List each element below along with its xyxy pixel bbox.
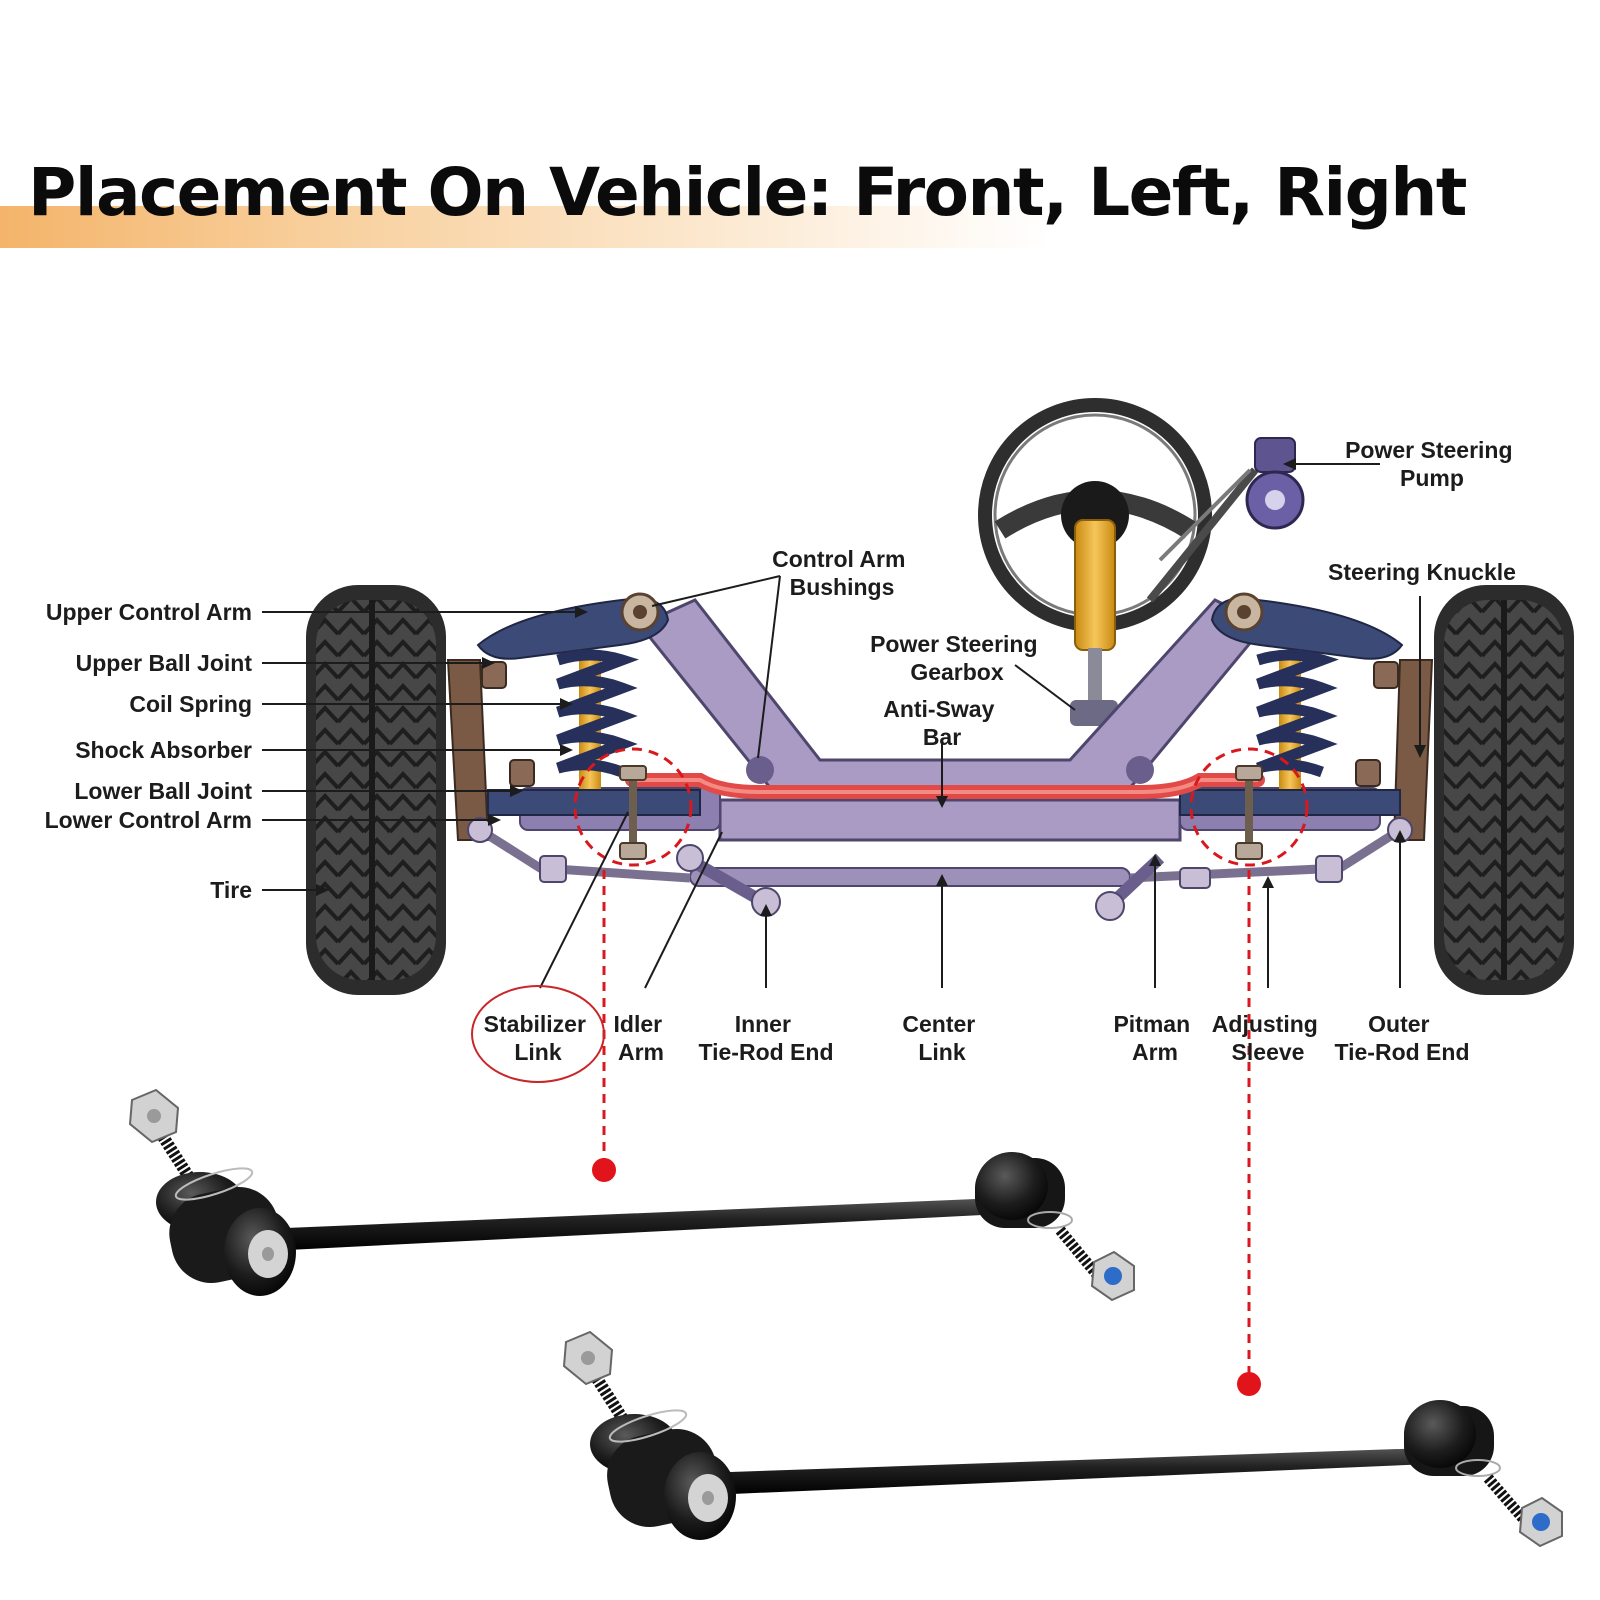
title-highlight-band xyxy=(0,206,1050,248)
tie-rod-left xyxy=(477,826,691,883)
steering-knuckle-right xyxy=(1392,659,1434,841)
idler-arm xyxy=(676,844,763,906)
power-steering-pump xyxy=(1146,437,1305,603)
drop-line-right xyxy=(1237,870,1261,1396)
stabilizer-link-right-diagram xyxy=(1235,765,1263,860)
stud-left xyxy=(562,1330,636,1434)
control-arm-bushing-left xyxy=(620,592,660,632)
label-pitman-arm: Pitman Arm xyxy=(1113,1011,1196,1065)
label-shock-absorber: Shock Absorber xyxy=(75,737,252,763)
tire-right xyxy=(1434,585,1574,995)
label-power-steering-pump: Power Steering Pump xyxy=(1345,437,1519,491)
ball-joint-body-left xyxy=(590,1409,736,1540)
upper-ball-joint-right xyxy=(1373,661,1399,689)
highlight-circle-right xyxy=(1189,747,1309,867)
page-title: Placement On Vehicle: Front, Left, Right xyxy=(28,154,1467,231)
ball-joint-body-right xyxy=(1404,1400,1563,1548)
stabilizer-link-left-diagram xyxy=(619,765,647,860)
stabilizer-link-product-1 xyxy=(128,1088,1135,1302)
lower-ball-joint-right xyxy=(1355,759,1381,787)
coil-spring-left xyxy=(556,649,639,800)
label-lower-ball-joint: Lower Ball Joint xyxy=(74,778,252,804)
label-anti-sway-bar: Anti-Sway Bar xyxy=(883,696,1001,750)
stud-left xyxy=(128,1088,202,1192)
upper-ball-joint-left xyxy=(481,661,507,689)
highlight-circle-left xyxy=(573,747,693,867)
upper-control-arm-left xyxy=(476,596,670,660)
label-inner-tie-rod-end: Inner Tie-Rod End xyxy=(698,1011,833,1065)
label-upper-ball-joint: Upper Ball Joint xyxy=(76,650,253,676)
leader-arrowheads xyxy=(316,458,1426,916)
label-power-steering-gearbox: Power Steering Gearbox xyxy=(870,631,1044,685)
lower-control-arm-left xyxy=(487,789,701,816)
label-control-arm-bushings: Control Arm Bushings xyxy=(772,546,912,600)
label-center-link: Center Link xyxy=(902,1011,981,1065)
label-stabilizer-link: Stabilizer Link xyxy=(484,1011,593,1065)
ball-joint-body-left xyxy=(156,1167,296,1296)
stabilizer-link-product-2 xyxy=(562,1330,1563,1548)
lower-ball-joint-left xyxy=(509,759,535,787)
label-coil-spring: Coil Spring xyxy=(129,691,252,717)
outer-tie-rod-end-left xyxy=(467,817,493,843)
label-lower-control-arm: Lower Control Arm xyxy=(45,807,252,833)
ball-joint-body-right xyxy=(975,1152,1135,1302)
steering-column xyxy=(1070,519,1118,726)
drop-line-left xyxy=(592,870,616,1182)
leader-lines xyxy=(262,463,1421,989)
tie-rod-right xyxy=(1129,826,1403,889)
label-idler-arm: Idler Arm xyxy=(614,1011,669,1065)
label-steering-knuckle: Steering Knuckle xyxy=(1328,559,1516,585)
stabilizer-link-label-circle xyxy=(471,985,605,1083)
center-link xyxy=(689,867,1131,887)
label-adjusting-sleeve: Adjusting Sleeve xyxy=(1212,1011,1324,1065)
label-tire: Tire xyxy=(210,877,252,903)
lower-control-arm-right xyxy=(1179,789,1401,816)
label-upper-control-arm: Upper Control Arm xyxy=(46,599,252,625)
coil-spring-right xyxy=(1256,649,1339,800)
label-outer-tie-rod-end: Outer Tie-Rod End xyxy=(1334,1011,1469,1065)
control-arm-bushing-right xyxy=(1224,592,1264,632)
